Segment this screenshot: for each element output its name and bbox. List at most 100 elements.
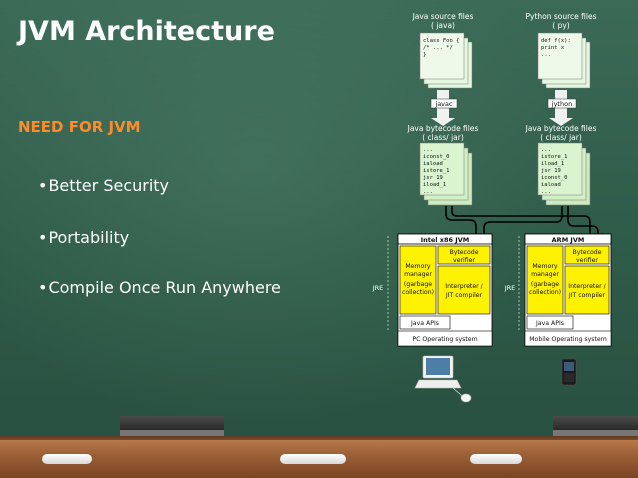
python-bytecode-files-stack: Java bytecode files ( class/ jar) ... is… [525,124,597,206]
java-bytecode-line: ... [423,147,433,153]
bytecode-verifier-line: verifier [453,257,475,264]
bullet-text: Better Security [48,176,170,195]
python-bytecode-line: ... [541,147,551,153]
bullet-marker: • [38,228,48,247]
java-source-page [419,32,465,80]
interpreter-line: JIT compiler [445,292,483,299]
python-bytecode-page [537,142,583,196]
java-bytecode-line: iconst_0 [423,154,450,160]
java-source-files-stack: Java source files ( java) class Foo { /*… [412,12,474,89]
intel-interpreter-jit [437,265,491,315]
chalk-tray-lip [0,436,638,442]
eraser-left [120,416,224,434]
java-bytecode-line: iload_1 [423,182,446,188]
jython-label-box [547,98,577,109]
bullet-text: Compile Once Run Anywhere [48,278,281,297]
arm-jvm-stack: JRE ARM JVM Memory manager (garbage coll… [504,233,612,347]
mobile-phone-icon [561,358,577,386]
eraser-right [553,416,638,434]
memory-manager-line: Memory [405,263,431,270]
java-bytecode-line: ... [423,189,433,195]
bytecode-verifier-line: Bytecode [449,249,478,256]
python-source-label: Python source files [525,12,596,21]
javac-label: javac [434,100,453,108]
python-bytecode-line: jsr 19 [541,168,561,174]
memory-manager-line: manager [531,271,559,278]
pc-os-label: PC Operating system [412,336,477,343]
bytecode-distribution-arrows [445,206,603,239]
python-bytecode-line: iaload [541,182,561,188]
memory-manager-line: (garbage [404,281,432,288]
jre-label: JRE [372,284,384,292]
bullet-item-portability: •Portability [38,228,129,247]
java-code-line: /* ... */ [423,45,453,51]
eraser-left-felt [120,430,224,436]
chalk-stick-3 [470,454,522,464]
jre-label: JRE [504,284,516,292]
bytecode-verifier-line: Bytecode [572,249,601,256]
python-code-line: ... [541,52,551,58]
intel-bytecode-verifier [437,245,491,265]
java-source-label: Java source files [412,12,474,21]
java-bytecode-page [419,142,465,196]
slide-title: JVM Architecture [18,16,275,47]
intel-memory-manager [399,245,437,315]
eraser-right-felt [553,430,638,436]
intel-jvm-stack: JRE Intel x86 JVM Memory manager (garbag… [372,233,493,347]
javac-label-box [430,98,458,109]
bullet-text: Portability [48,228,130,247]
java-code-line: } [423,52,426,58]
python-source-page [537,32,583,80]
python-bytecode-label: Java bytecode files [525,124,597,133]
java-apis-label: Java APIs [410,320,439,327]
bullet-marker: • [38,278,48,297]
python-bytecode-line: istore_1 [541,154,568,160]
intel-jvm-title: Intel x86 JVM [421,236,469,244]
python-bytecode-line: iconst_0 [541,175,568,181]
memory-manager-line: (garbage [531,281,559,288]
slide-subtitle: NEED FOR JVM [18,118,141,136]
java-bytecode-ext: ( class/ jar) [422,133,464,142]
bullet-item-security: •Better Security [38,176,169,195]
arm-java-apis [526,315,574,330]
mouse-icon [460,393,472,403]
java-bytecode-line: istore_1 [423,168,450,174]
arm-bytecode-verifier [564,245,610,265]
python-code-line: print x [541,45,565,51]
java-bytecode-files-stack: Java bytecode files ( class/ jar) ... ic… [407,124,478,206]
pc-laptop-icon [414,355,472,403]
arm-memory-manager [526,245,564,315]
interpreter-line: JIT compiler [568,292,606,299]
chalk-stick-2 [280,454,346,464]
memory-manager-line: manager [404,271,432,278]
bullet-item-compile-once: •Compile Once Run Anywhere [38,278,281,297]
jython-compiler: jython [547,90,577,126]
jython-label: jython [551,100,572,108]
javac-compiler: javac [430,90,458,126]
java-apis-label: Java APIs [535,320,564,327]
arm-jvm-title: ARM JVM [552,236,585,244]
interpreter-line: Interpreter / [445,283,483,290]
java-code-line: class Foo { [423,38,459,44]
bullet-marker: • [38,176,48,195]
python-code-line: def f(x): [541,38,571,44]
mobile-os-box [524,330,612,347]
memory-manager-line: collection) [529,289,561,296]
python-bytecode-line: iload_1 [541,161,564,167]
mobile-os-label: Mobile Operating system [529,336,607,343]
memory-manager-line: Memory [532,263,558,270]
intel-java-apis [399,315,451,330]
pc-os-box [397,330,493,347]
java-bytecode-line: jsr 19 [423,175,443,181]
chalk-stick-1 [42,454,92,464]
bytecode-verifier-line: verifier [576,257,598,264]
java-bytecode-line: iaload [423,161,443,167]
arm-interpreter-jit [564,265,610,315]
memory-manager-line: collection) [402,289,434,296]
python-source-ext: ( py) [552,21,570,30]
python-source-files-stack: Python source files ( py) def f(x): prin… [525,12,597,89]
python-bytecode-ext: ( class/ jar) [540,133,582,142]
interpreter-line: Interpreter / [568,283,606,290]
java-source-ext: ( java) [431,21,455,30]
